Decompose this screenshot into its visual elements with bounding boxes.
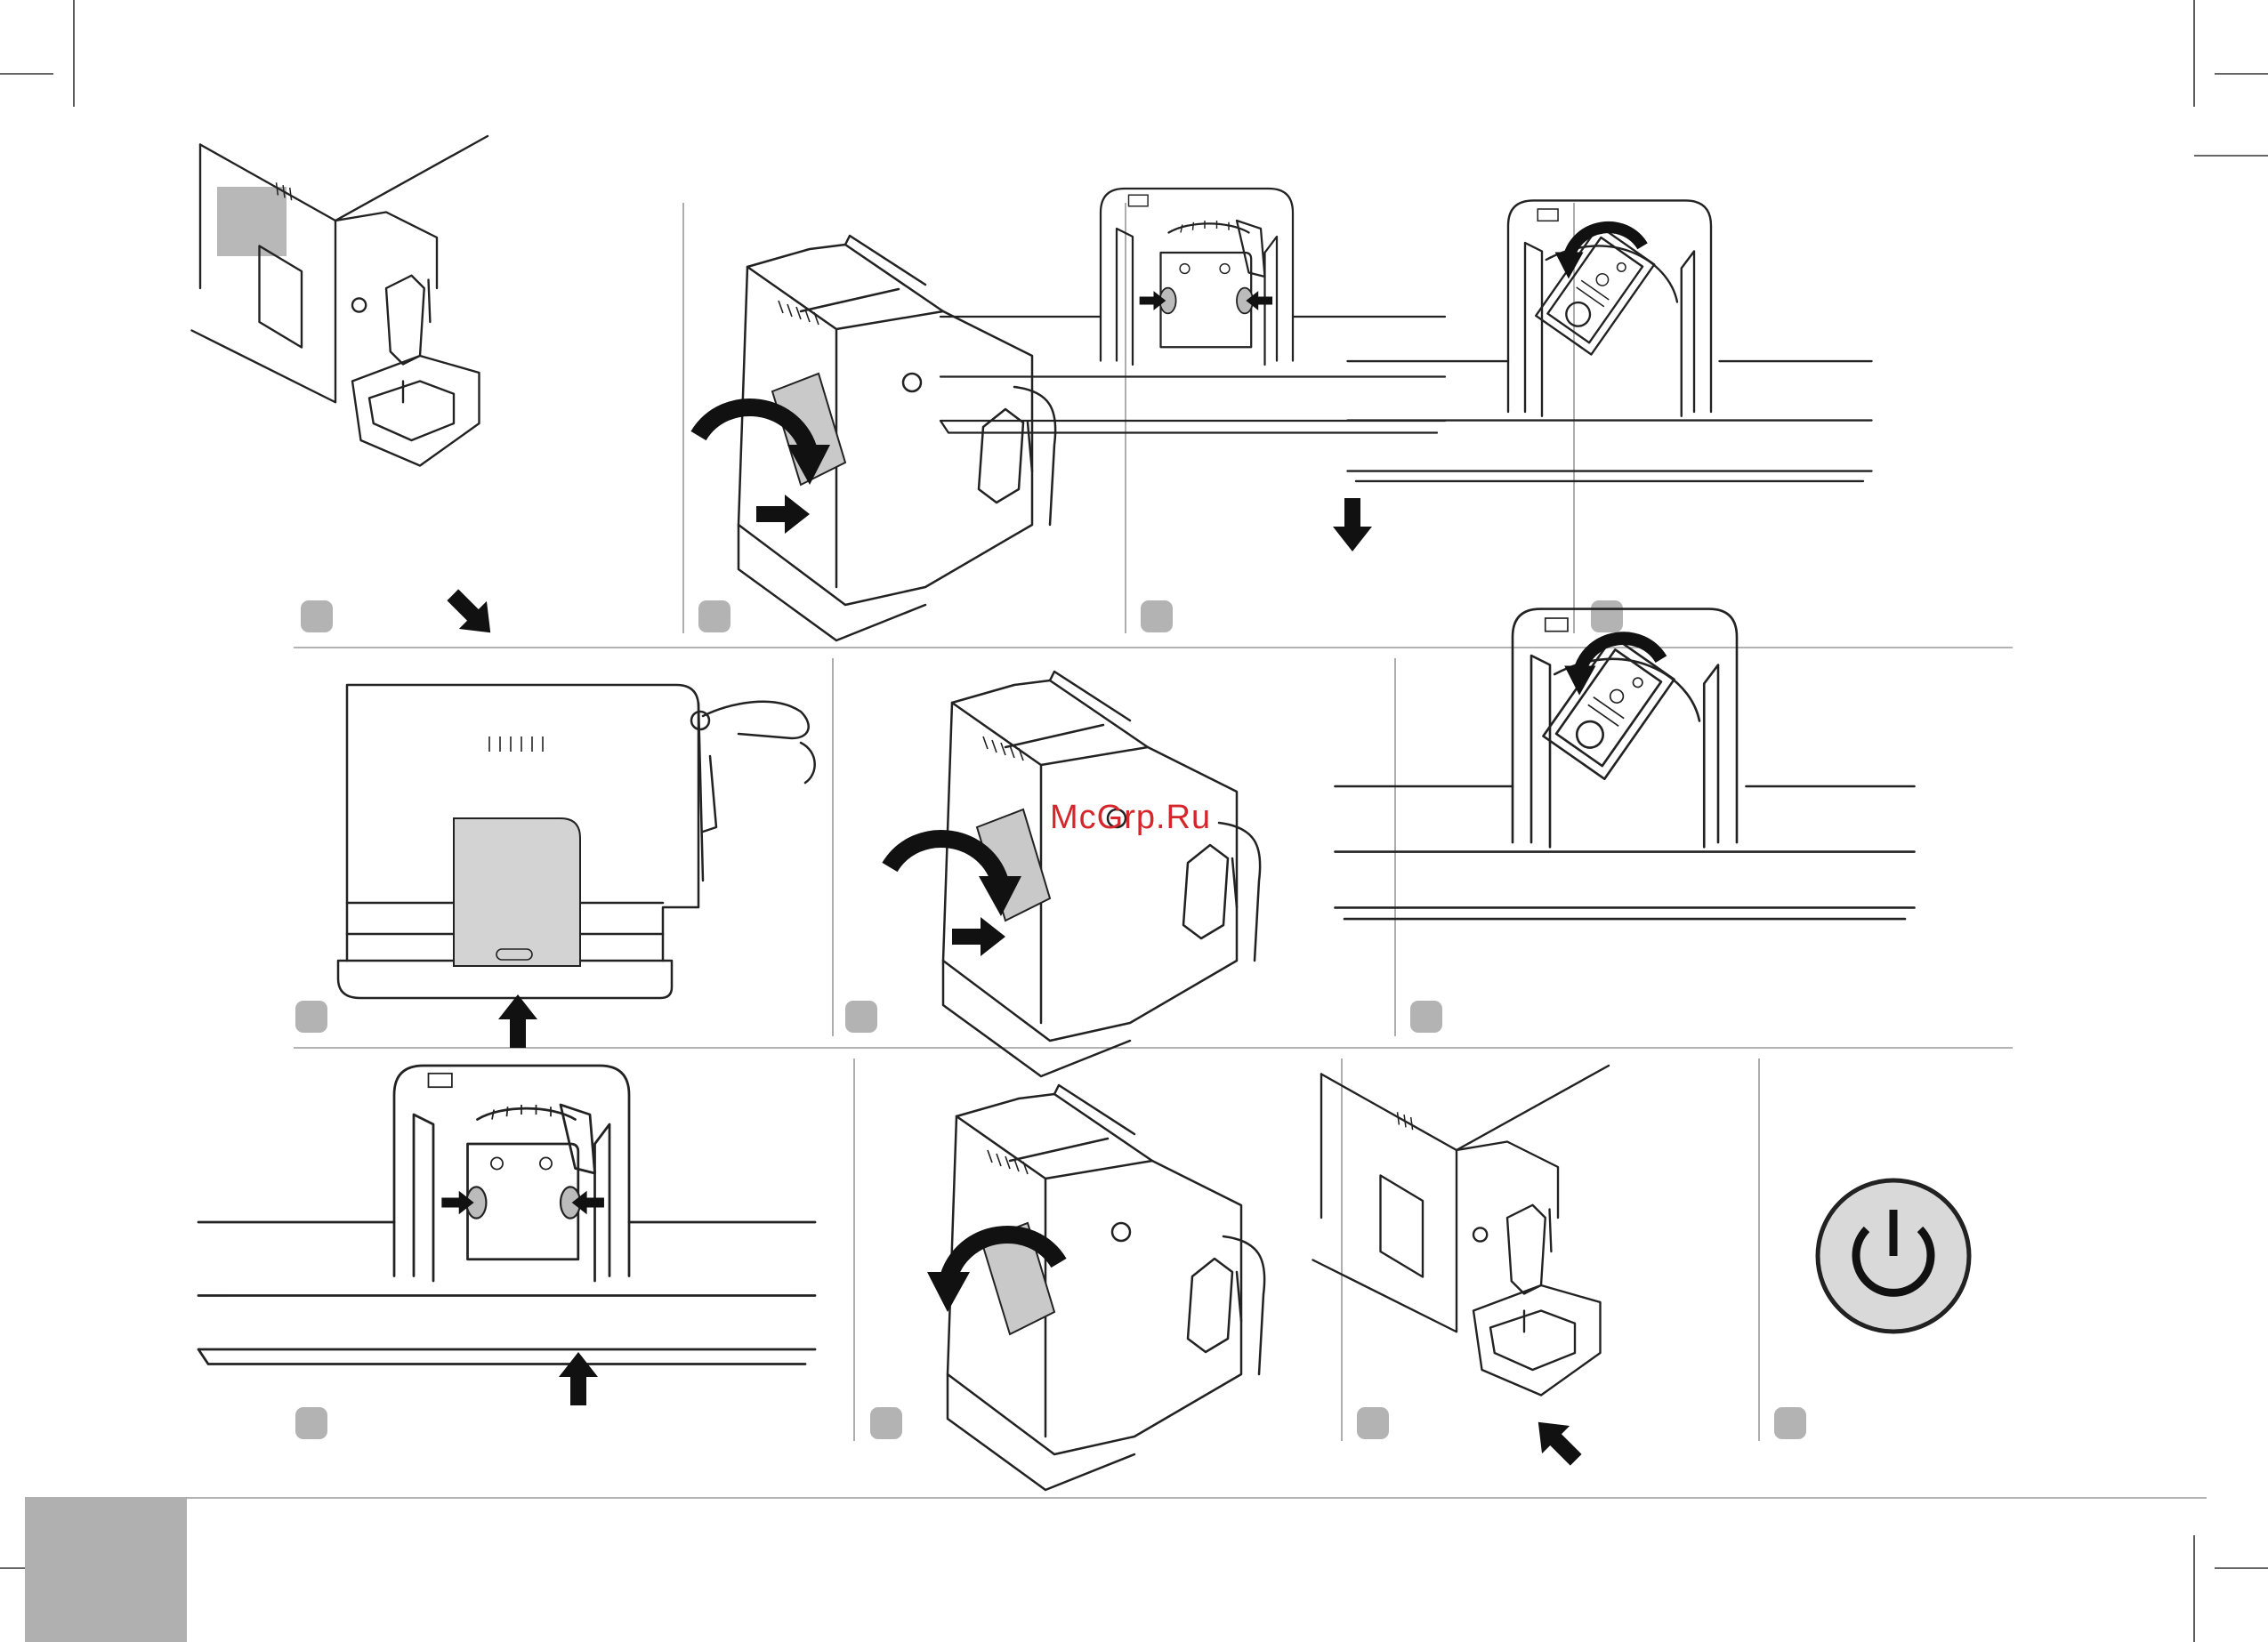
step-badge: [295, 1407, 327, 1439]
page-tab: [25, 1497, 187, 1642]
machine-door-drawing: [739, 236, 1055, 640]
step-s3: [940, 189, 1445, 632]
step-badge: [845, 1001, 877, 1033]
arrow-icon: [1524, 1408, 1590, 1474]
step-s5: [295, 685, 815, 1048]
arrow-icon: [952, 917, 1005, 956]
step-badge: [1591, 600, 1623, 632]
step-badge: [301, 600, 333, 632]
arrow-icon: [756, 495, 810, 534]
step-badge: [1141, 600, 1173, 632]
step-s10: [1313, 1066, 1610, 1474]
power-icon: [1818, 1180, 1969, 1332]
watermark-text: McGrp.Ru: [1050, 799, 1211, 837]
arrow-icon: [498, 994, 537, 1048]
arrow-icon: [559, 1352, 598, 1405]
step-badge: [1774, 1407, 1806, 1439]
brew-group-front-drawing: [940, 189, 1445, 433]
brew-group-rotated-drawing: [1348, 201, 1872, 481]
step-badge: [698, 600, 730, 632]
machine-door-drawing: [948, 1085, 1264, 1490]
machine-drawer-out-drawing: [1313, 1066, 1610, 1396]
step-badge: [295, 1001, 327, 1033]
step-badge: [1357, 1407, 1389, 1439]
brew-group-front-drawing: [198, 1066, 815, 1364]
arrow-icon: [1333, 498, 1372, 551]
brew-group-rotated-drawing: [1336, 609, 1915, 920]
step-s11: [1774, 1180, 1969, 1439]
step-s7: [1336, 609, 1915, 1034]
machine-side-drawing: [338, 685, 815, 998]
step-s4: [1348, 201, 1872, 633]
section-tab: [217, 187, 287, 256]
step-s8: [198, 1066, 815, 1439]
step-s6: [845, 672, 1260, 1076]
step-badge: [1410, 1001, 1442, 1033]
step-s9: [870, 1085, 1264, 1490]
step-s2: [698, 236, 1055, 640]
arrow-icon: [439, 581, 504, 647]
machine-drawer-out-drawing: [192, 136, 488, 466]
step-badge: [870, 1407, 902, 1439]
